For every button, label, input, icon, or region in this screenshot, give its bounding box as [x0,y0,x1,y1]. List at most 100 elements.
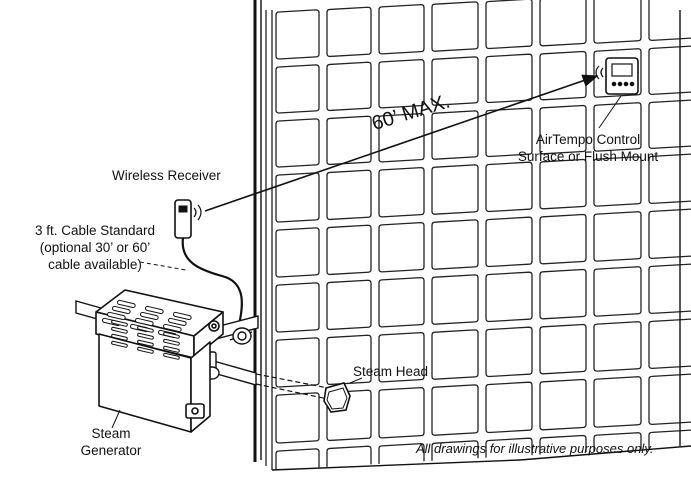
wall-tile [593,0,642,44]
wall-tile [378,221,425,273]
disclaimer-text: All drawings for illustrative purposes o… [416,441,654,456]
cable-label-line1: 3 ft. Cable Standard [34,223,156,238]
control-label-line2: Surface or Flush Mount [517,149,659,164]
wall-edge [253,0,273,470]
generator-vent [137,346,154,354]
wall-tile [593,156,642,207]
wall-tile [539,213,587,265]
generator-vent [116,299,136,309]
generator-vent [106,311,126,321]
wall-tile [485,107,533,158]
wall-tile [485,271,533,323]
wall-tile [326,224,372,276]
wall-tile [378,112,425,163]
wall-tile [593,376,642,428]
generator-vent [163,345,180,353]
wall-tile [431,219,479,270]
steam-generator-label: Steam Generator [76,425,146,459]
wall-tile [378,3,425,55]
wall-tile [431,384,479,436]
generator-vent [163,338,180,346]
wall-base [271,10,691,471]
wall-tile [648,153,691,205]
wall-tile [378,331,425,383]
cable-leader-line [139,261,187,271]
generator-vent [111,319,128,327]
wall-tile [593,102,642,152]
wall-tile [485,216,533,268]
generator-vent [144,305,164,315]
wall-tile [593,321,642,372]
generator-vent [163,331,180,339]
generator-vent [111,333,128,341]
generator-label-line1: Steam [91,426,131,441]
wall-tile [431,329,479,380]
wall-tile [431,110,479,160]
wall-tile [593,432,642,470]
distance-arrow [204,74,599,212]
steam-line-dashed [255,373,329,400]
steam-head-leader [349,377,363,384]
generator-vent [139,311,159,321]
wall-tile [648,429,691,470]
wall-tile [593,266,642,317]
generator-vent [137,325,154,333]
wall-tile [378,386,425,439]
wall-tile [539,378,587,431]
steam-generator-icon [95,289,224,433]
wall-tile [326,6,372,58]
steam-head-icon [323,382,351,413]
wall-tile [648,99,691,150]
wall-tile [539,268,587,320]
generator-vent [163,352,180,360]
wall-tile [431,274,479,325]
wall-tile [275,282,320,333]
wall-tile [275,448,320,470]
generator-vent [162,323,182,333]
airtempo-control-icon [595,57,639,95]
wireless-receiver-label: Wireless Receiver [112,168,221,183]
steam-head-label: Steam Head [353,364,429,379]
cable-label-line2: (optional 30’ or 60’ [39,240,151,255]
generator-vent [111,305,131,315]
generator-label-line2: Generator [80,443,142,458]
cable-label: 3 ft. Cable Standard (optional 30’ or 60… [30,222,160,273]
tiled-shower-wall [275,0,691,470]
airtempo-control-label: AirTempo Control Surface or Flush Mount [508,131,668,165]
wall-tile [275,118,320,168]
wall-tile [275,392,320,444]
receiver-cable [181,237,243,337]
wall-tile [593,48,642,98]
wall-tile [485,161,533,213]
generator-vent [111,326,128,334]
wall-tile [431,56,479,106]
generator-vent [111,340,128,348]
wall-tile [539,158,587,210]
wall-tile [326,445,372,470]
wall-tile [648,263,691,315]
wireless-receiver-icon [174,199,202,239]
generator-vent [137,332,154,340]
wall-tile [539,104,587,155]
wall-tile [648,45,691,96]
wall-tile [485,381,533,434]
wall-tile [485,0,533,50]
generator-vent [134,317,154,327]
generator-vent [167,317,187,327]
wall-tile [648,373,691,426]
wall-tile [648,318,691,370]
wall-tile [326,61,372,112]
wall-tile [275,64,320,114]
wall-tile [485,326,533,378]
wall-tile [275,9,320,60]
cable-label-line3: cable available) [48,257,142,272]
wall-tile [593,211,642,262]
wall-tile [431,440,479,470]
wall-tile [485,437,533,470]
wall-tile [485,53,533,104]
wall-tile [326,115,372,166]
control-leader-line [598,95,622,129]
wall-tile [275,227,320,278]
wall-tile [275,172,320,223]
wall-tile [431,164,479,215]
